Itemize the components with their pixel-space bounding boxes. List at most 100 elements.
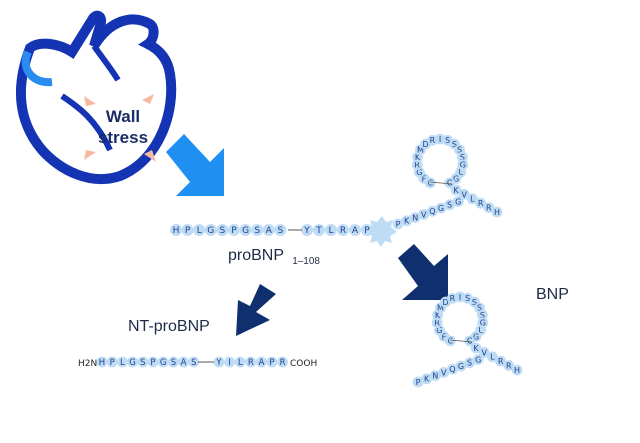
- amino-acid-bead: H: [170, 224, 182, 236]
- amino-acid-bead: A: [256, 356, 267, 368]
- bead-letter: N: [432, 371, 438, 380]
- bead-circle: [409, 212, 421, 224]
- bead-letter: L: [197, 226, 202, 236]
- amino-acid-bead: C: [464, 335, 476, 347]
- bead-circle: [349, 224, 361, 236]
- amino-acid-bead: N: [429, 370, 441, 381]
- amino-acid-bead: Y: [301, 224, 313, 236]
- amino-acid-bead: G: [455, 360, 467, 372]
- bead-letter: V: [481, 348, 487, 357]
- amino-acid-bead: P: [228, 224, 240, 236]
- amino-acid-bead: H: [96, 356, 108, 368]
- bead-letter: S: [254, 226, 260, 236]
- ntprobnp-label: NT-proBNP: [128, 318, 210, 335]
- bead-letter: R: [430, 136, 436, 145]
- bead-circle: [216, 224, 229, 236]
- bead-circle: [491, 206, 503, 218]
- amino-acid-bead: Q: [447, 363, 458, 375]
- bead-letter: A: [181, 358, 187, 368]
- disulfide-bond: [449, 339, 473, 343]
- bead-circle: [170, 224, 182, 236]
- amino-acid-bead: S: [168, 356, 179, 368]
- bead-letter: R: [340, 226, 346, 236]
- bead-letter: N: [412, 213, 418, 222]
- amino-acid-bead: H: [491, 206, 503, 218]
- bead-circle: [478, 347, 490, 358]
- bead-circle: [188, 356, 200, 368]
- amino-acid-bead: K: [421, 373, 432, 385]
- amino-acid-bead: P: [392, 218, 404, 230]
- bead-letter: A: [266, 226, 273, 236]
- bead-circle: [277, 356, 288, 368]
- bead-letter: R: [434, 319, 440, 328]
- bead-circle: [435, 202, 447, 214]
- bead-letter: S: [457, 146, 462, 155]
- amino-acid-bead: K: [401, 215, 412, 227]
- amino-acid-bead: N: [409, 212, 421, 224]
- bead-letter: F: [442, 332, 447, 341]
- amino-acid-bead: R: [483, 202, 495, 214]
- bead-circle: [137, 356, 149, 368]
- bead-circle: [467, 193, 478, 205]
- bnp-label: BNP: [536, 286, 569, 303]
- bead-circle: [401, 215, 412, 227]
- bead-letter: G: [460, 161, 466, 170]
- bead-letter: H: [494, 208, 500, 217]
- bead-letter: A: [258, 358, 264, 368]
- stress-arrow: [144, 150, 156, 162]
- bead-circle: [421, 373, 432, 385]
- bead-letter: S: [477, 304, 482, 313]
- bead-circle: [234, 356, 246, 368]
- bead-letter: G: [436, 326, 442, 335]
- probnp-name: proBNP: [228, 247, 284, 264]
- amino-acid-bead: A: [262, 224, 275, 236]
- bead-circle: [127, 356, 138, 368]
- bead-letter: R: [506, 361, 512, 370]
- arrow-probnp-to-ntprobnp: [236, 284, 276, 336]
- amino-acid-bead: R: [495, 355, 506, 367]
- bead-circle: [193, 224, 206, 236]
- amino-acid-bead: Y: [213, 356, 225, 368]
- bead-letter: S: [191, 358, 196, 368]
- amino-acid-bead: R: [277, 356, 288, 368]
- bead-letter: S: [220, 226, 226, 236]
- amino-acid-bead: S: [188, 356, 200, 368]
- amino-acid-bead: R: [245, 356, 257, 368]
- stress-arrow: [84, 96, 96, 106]
- heart-atrium: [21, 50, 53, 87]
- stress-label: stress: [97, 128, 149, 147]
- bead-letter: C: [447, 337, 453, 346]
- heart-outline: [15, 10, 177, 185]
- bead-letter: F: [422, 174, 427, 183]
- amino-acid-bead: S: [216, 224, 229, 236]
- amino-acid-bead: L: [325, 224, 337, 236]
- bead-letter: L: [470, 195, 475, 204]
- bead-circle: [458, 189, 470, 200]
- bead-circle: [438, 367, 450, 378]
- bead-letter: G: [416, 168, 422, 177]
- heart-vessel: [91, 44, 121, 82]
- amino-acid-bead: A: [349, 224, 361, 236]
- amino-acid-bead: G: [239, 224, 252, 236]
- bead-letter: G: [129, 358, 136, 368]
- amino-acid-bead: L: [193, 224, 206, 236]
- bead-letter: C: [447, 179, 453, 188]
- amino-acid-bead: G: [204, 224, 217, 236]
- disulfide-bond: [429, 181, 453, 185]
- bead-letter: G: [453, 174, 459, 183]
- heart-icon: [15, 10, 177, 185]
- bead-letter: G: [438, 204, 444, 213]
- cleavage-site-icon: [366, 216, 397, 247]
- bead-letter: L: [328, 226, 333, 236]
- bead-circle: [495, 355, 506, 367]
- amino-acid-bead: V: [418, 209, 430, 220]
- bead-circle: [181, 224, 194, 236]
- bead-letter: G: [480, 319, 486, 328]
- bead-letter: S: [467, 359, 472, 368]
- arrow-probnp-to-bnp: [398, 244, 448, 300]
- bead-letter: S: [465, 294, 470, 303]
- bead-letter: G: [473, 332, 479, 341]
